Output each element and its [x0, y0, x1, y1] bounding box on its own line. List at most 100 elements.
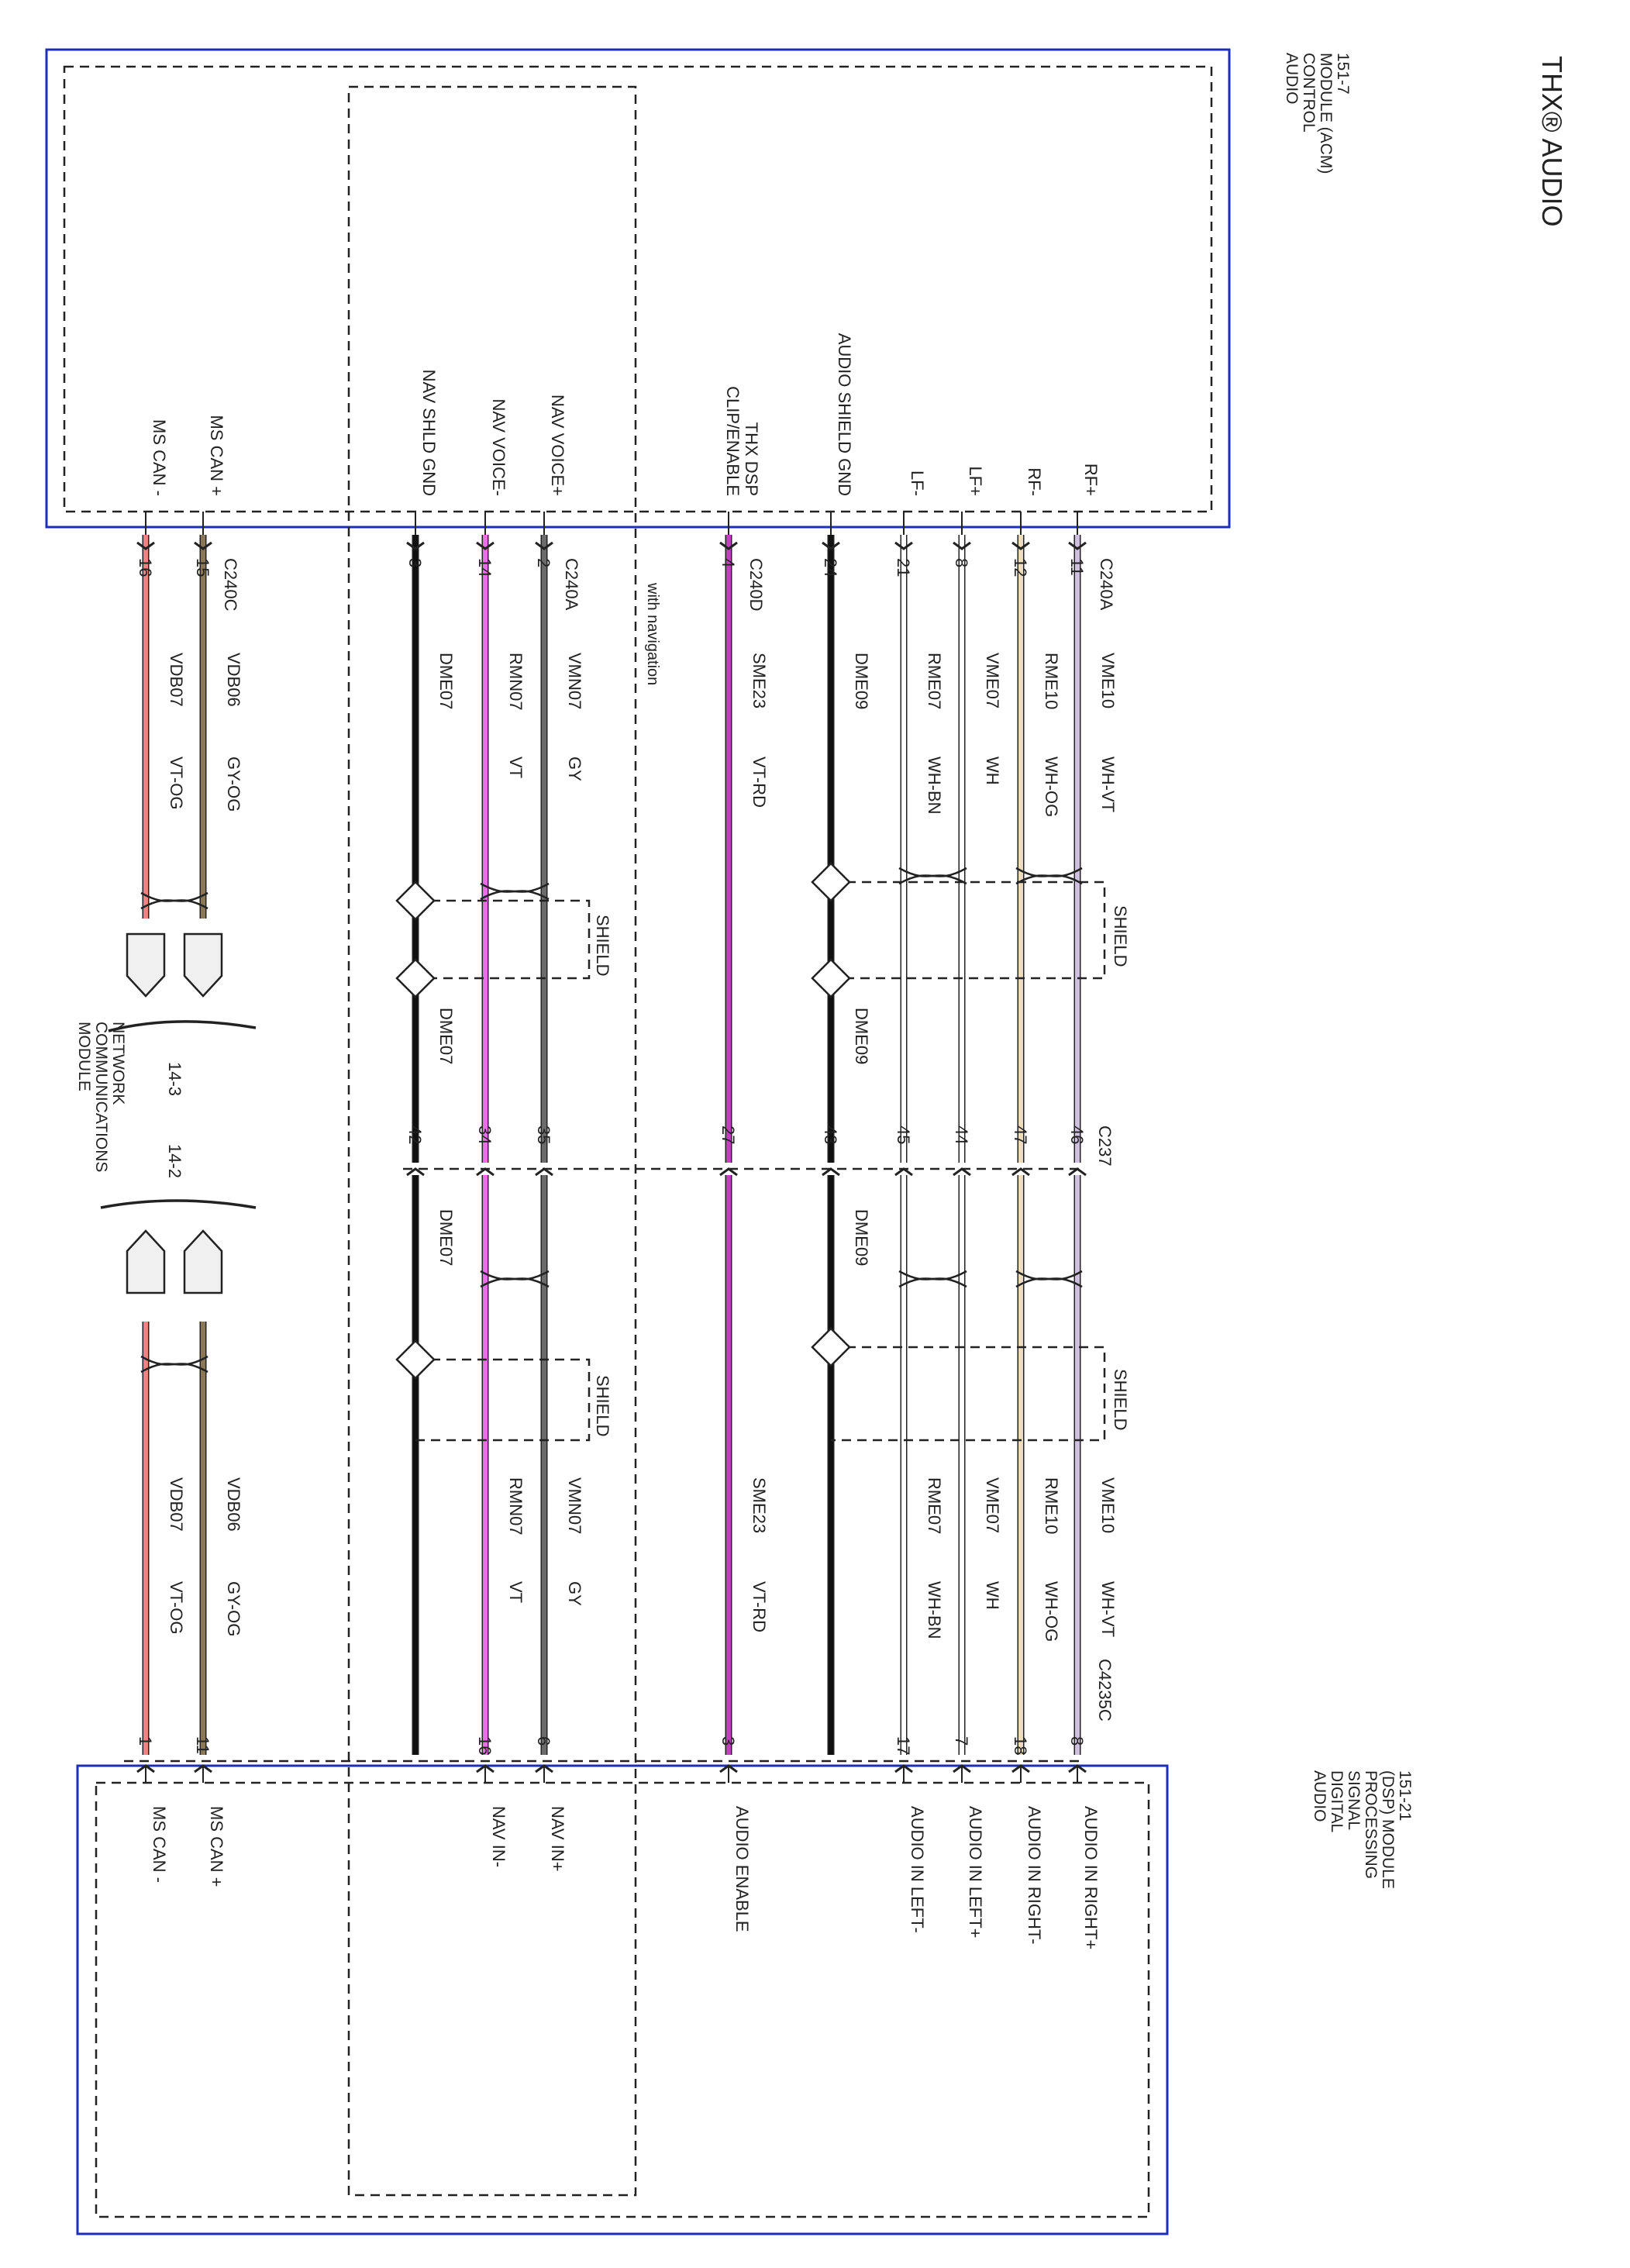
network-connector-icon: [126, 1229, 166, 1294]
circuit-label-lower: RME10: [1042, 1477, 1061, 1534]
pin-number-bottom: 16: [475, 1736, 495, 1755]
pin-number-bottom-group: 1: [136, 1736, 155, 1746]
pin-number-top-group: 3: [405, 558, 425, 567]
wire-color-label-lower-group: WH-BN: [925, 1581, 944, 1639]
connector-label: C4235C: [1095, 1659, 1115, 1722]
network-label: MODULE COMMUNICATIONS NETWORK: [75, 1022, 127, 1172]
twisted-pair-mark: [1015, 1270, 1083, 1288]
dsp-label: AUDIO DIGITAL SIGNAL PROCESSING (DSP) MO…: [1311, 1770, 1414, 1889]
terminal-chevron: [535, 1167, 553, 1177]
pin-number-bottom: 8: [1067, 1736, 1087, 1746]
acm-label-line: 151-7: [1334, 53, 1352, 95]
wire-color-label-upper-group: VT: [506, 757, 526, 778]
wire-color-label-lower-group: VT-RD: [750, 1581, 769, 1632]
pin-number-bottom-group: 7: [952, 1736, 971, 1746]
circuit-label-mid: DME07: [436, 1008, 456, 1064]
circuit-label-upper: VME07: [983, 653, 1002, 708]
shield-drain-symbol: [811, 1327, 851, 1367]
pin-number-c237-group: 43: [821, 1125, 840, 1144]
acm-pin-label-group: MS CAN -: [150, 419, 169, 496]
acm-pin-label: CLIP/ENABLE: [723, 386, 743, 496]
circuit-label-lower-group: RME10: [1042, 1477, 1061, 1534]
circuit-label-lower-group: VME07: [983, 1477, 1002, 1533]
circuit-label-upper: DME07: [436, 653, 456, 709]
dsp-label-line: 151-21: [1396, 1770, 1414, 1821]
dsp-pin-label-group: AUDIO IN LEFT+: [966, 1806, 985, 1939]
twisted-pair-mark: [480, 882, 550, 901]
wires-layer: 11468VME10WH-VTVME10WH-VT124718RME10WH-O…: [100, 333, 1130, 1949]
network-connector-icon: [126, 932, 166, 998]
dsp-module-box: [76, 1764, 1169, 2235]
pin-number-top-group: 8: [952, 558, 971, 567]
dsp-pin-label-group: AUDIO IN LEFT-: [908, 1806, 927, 1933]
wire-color-label-upper: VT-OG: [167, 757, 186, 809]
dsp-pin-label: AUDIO IN LEFT+: [966, 1806, 985, 1939]
acm-module-inner-dash: [63, 65, 1213, 513]
pin-number-c237-group: 34: [475, 1125, 495, 1144]
circuit-label-upper-group: VDB07: [167, 653, 186, 707]
wire-color-label-lower-group: GY: [565, 1581, 584, 1606]
pin-number-top: 14: [475, 558, 495, 577]
pin-number-bottom: 7: [952, 1736, 971, 1746]
circuit-label-mid: DME07: [436, 1209, 456, 1266]
circuit-label-mid: DME09: [852, 1008, 871, 1064]
pin-number-c237: 44: [952, 1125, 971, 1144]
acm-pin-label: LF+: [966, 466, 985, 496]
acm-pin-label-group: LF-: [908, 470, 927, 496]
acm-pin-label-group: CLIP/ENABLE: [723, 386, 743, 496]
circuit-label-upper-group: RME10: [1042, 653, 1061, 709]
circuit-label-upper-group: VDB06: [224, 653, 243, 707]
dsp-pin-label: AUDIO ENABLE: [732, 1806, 752, 1932]
connector-label-group: C240A: [562, 558, 581, 611]
connector-label: C240C: [221, 558, 240, 612]
shield-drain-symbol: [395, 881, 436, 921]
connector-label: C240A: [1097, 558, 1116, 611]
circuit-label-lower-group: SME23: [750, 1477, 769, 1533]
dsp-module-inner-dash: [95, 1781, 1150, 2218]
pin-number-c237-group: 45: [894, 1125, 913, 1144]
terminal-chevron: [194, 541, 212, 550]
acm-pin-label: THX DSP: [742, 422, 761, 496]
pin-number-top-group: 15: [193, 558, 212, 577]
acm-pin-label: RF+: [1081, 464, 1101, 496]
terminal-chevron: [719, 541, 738, 550]
circuit-label-upper: RMN07: [506, 653, 526, 711]
circuit-label-upper-group: VME07: [983, 653, 1002, 708]
connector-label-group: C240D: [746, 558, 766, 611]
dsp-pin-label-group: NAV IN+: [548, 1806, 567, 1872]
pin-number-bottom-group: 6: [534, 1736, 553, 1746]
pin-number-c237-group: 44: [952, 1125, 971, 1144]
wire-color-label-lower: GY: [565, 1581, 584, 1606]
acm-pin-label-group: NAV SHLD GND: [419, 370, 439, 496]
acm-pin-label-group: NAV VOICE+: [548, 395, 567, 496]
acm-pin-label-group: RF-: [1025, 467, 1044, 496]
dsp-label-line: AUDIO: [1311, 1770, 1328, 1822]
dsp-pin-label: NAV IN-: [489, 1806, 508, 1867]
terminal-chevron: [894, 1167, 913, 1177]
terminal-chevron: [1011, 541, 1030, 550]
pin-number-top: 15: [193, 558, 212, 577]
terminal-chevron: [1011, 1167, 1030, 1177]
nav-option-label: with navigation: [644, 582, 661, 685]
shield-drain-symbol: [811, 958, 851, 998]
pin-number-c237: 27: [719, 1125, 738, 1144]
pin-number-c237: 43: [821, 1125, 840, 1144]
circuit-label-mid-group: DME07: [436, 1008, 456, 1064]
pin-number-bottom: 11: [193, 1736, 212, 1754]
acm-pin-label: MS CAN +: [207, 415, 226, 496]
acm-pin-label: NAV VOICE+: [548, 395, 567, 496]
circuit-label-lower: VME10: [1098, 1477, 1118, 1533]
page-title: THX® AUDIO: [1536, 56, 1568, 227]
pin-number-top: 16: [136, 558, 155, 577]
twisted-pair-mark: [140, 891, 208, 910]
wire-color-label-lower: VT: [506, 1581, 526, 1603]
circuit-label-upper: SME23: [750, 653, 769, 708]
twisted-pair-mark: [898, 867, 967, 885]
wire-color-label-upper-group: VT-OG: [167, 757, 186, 809]
network-ref: 14-3: [165, 1062, 184, 1096]
shield-bracket: [415, 1358, 591, 1442]
twisted-pair-mark: [1015, 867, 1083, 885]
wire-color-label-lower-group: WH: [983, 1581, 1002, 1610]
pin-number-top: 3: [405, 558, 425, 567]
circuit-label-mid-group: DME09: [852, 1008, 871, 1064]
